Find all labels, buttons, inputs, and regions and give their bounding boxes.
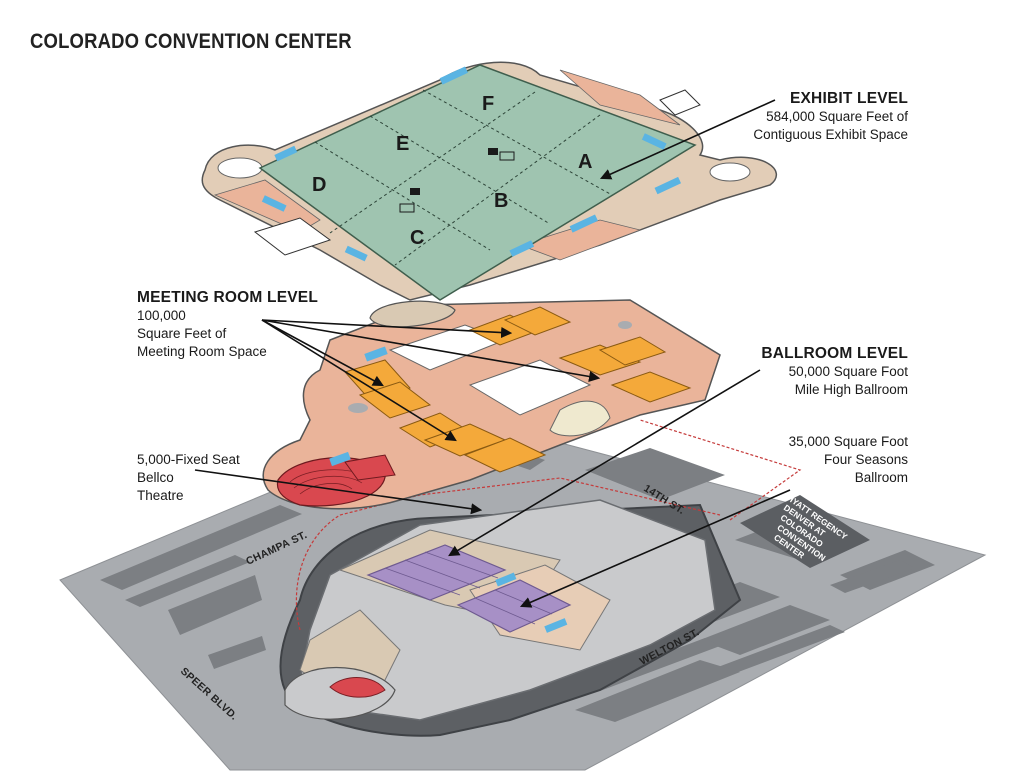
- meeting-line2: Square Feet of: [137, 326, 227, 341]
- hall-label-c: C: [410, 227, 424, 249]
- ballroom-line2: Mile High Ballroom: [794, 382, 908, 397]
- hall-label-d: D: [312, 174, 326, 196]
- theatre-callout: 5,000-Fixed Seat Bellco Theatre: [137, 451, 277, 505]
- map-title: COLORADO CONVENTION CENTER: [30, 30, 352, 53]
- ballroom-line1: 50,000 Square Foot: [788, 364, 908, 379]
- hall-label-b: B: [494, 190, 508, 212]
- mile-high-ballroom: [366, 544, 507, 601]
- ballroom-heading: BALLROOM LEVEL: [761, 345, 908, 362]
- meeting-line1: 100,000: [137, 308, 186, 323]
- meeting-callout: MEETING ROOM LEVEL 100,000 Square Feet o…: [137, 289, 367, 361]
- meeting-heading: MEETING ROOM LEVEL: [137, 289, 318, 306]
- meeting-line3: Meeting Room Space: [137, 344, 267, 359]
- hall-label-f: F: [482, 93, 494, 115]
- theatre-line3: Theatre: [137, 488, 184, 503]
- hall-label-e: E: [396, 133, 409, 155]
- exhibit-callout: EXHIBIT LEVEL 584,000 Square Feet of Con…: [700, 90, 908, 144]
- meeting-room-level: [262, 299, 721, 510]
- theatre-line2: Bellco: [137, 470, 174, 485]
- ground-theatre-icon: [329, 677, 386, 698]
- four-seasons-callout: 35,000 Square Foot Four Seasons Ballroom: [700, 433, 908, 487]
- four-seasons-line1: 35,000 Square Foot: [788, 434, 908, 449]
- street-level: [59, 414, 987, 771]
- four-seasons-line2: Four Seasons: [823, 452, 908, 467]
- exhibit-level: [201, 61, 777, 301]
- exhibit-floor: [258, 64, 697, 301]
- hyatt-block: [740, 495, 870, 568]
- theatre-line1: 5,000-Fixed Seat: [137, 452, 240, 467]
- exhibit-heading: EXHIBIT LEVEL: [789, 90, 908, 107]
- callout-arrows: [194, 99, 791, 608]
- ballroom-callout: BALLROOM LEVEL 50,000 Square Foot Mile H…: [700, 345, 908, 399]
- hall-label-a: A: [578, 151, 592, 173]
- exhibit-line2: Contiguous Exhibit Space: [753, 127, 908, 142]
- exhibit-line1: 584,000 Square Feet of: [766, 109, 908, 124]
- four-seasons-line3: Ballroom: [854, 470, 908, 485]
- four-seasons-ballroom: [456, 579, 572, 633]
